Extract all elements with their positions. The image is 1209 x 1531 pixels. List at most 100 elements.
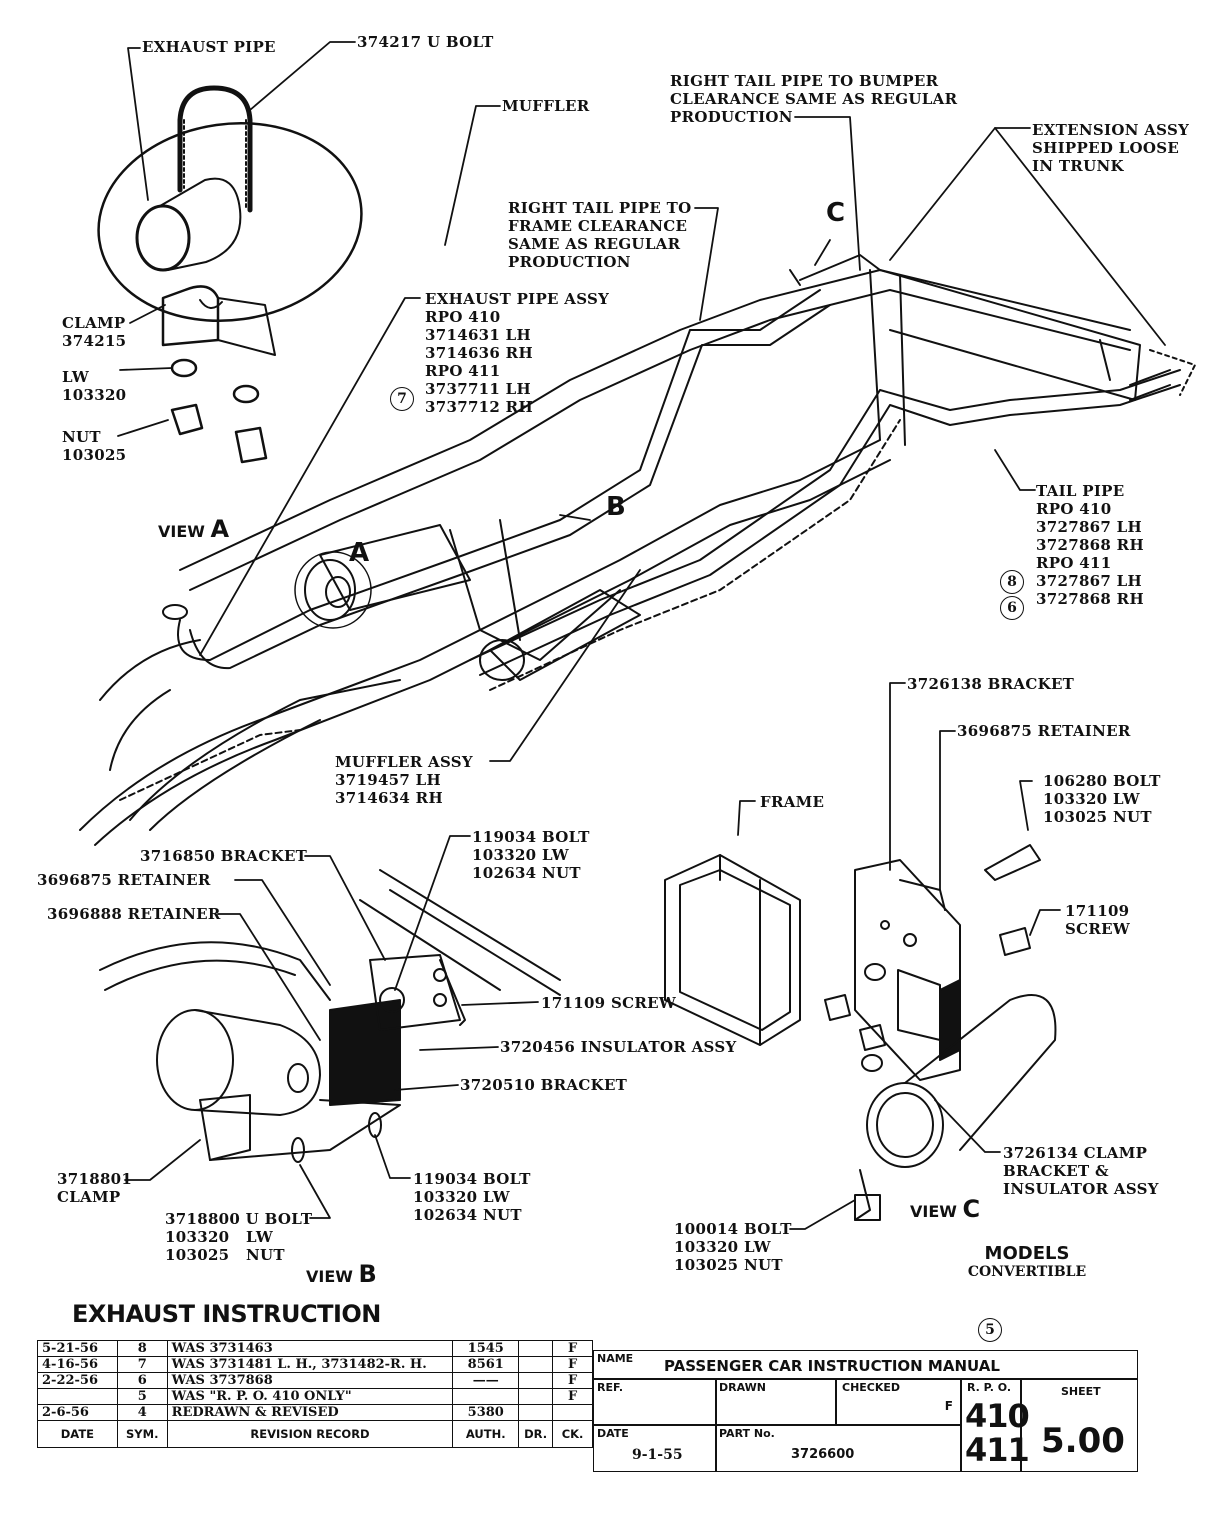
revision-record: WAS "R. P. O. 410 ONLY" (166, 1388, 454, 1405)
label-bolt-119034-top: 119034 BOLT 103320 LW 102634 NUT (472, 828, 590, 882)
rev-head-dr: DR. (518, 1420, 554, 1448)
label-screw-171109-c: 171109 SCREW (1065, 902, 1131, 938)
revision-sym: 6 (116, 1372, 168, 1389)
label-bolt-119034-bottom: 119034 BOLT 103320 LW 102634 NUT (413, 1170, 531, 1224)
checked-box: CHECKED F (835, 1378, 962, 1426)
name-value: PASSENGER CAR INSTRUCTION MANUAL (664, 1357, 1000, 1375)
marker-a: A (349, 538, 370, 568)
label-bolt-100014: 100014 BOLT 103320 LW 103025 NUT (674, 1220, 792, 1274)
rev-head-date: DATE (37, 1420, 118, 1448)
revision-date: 4-16-56 (37, 1356, 118, 1373)
models-block: MODELS CONVERTIBLE (962, 1243, 1092, 1280)
label-retainer-3696875-c: 3696875 RETAINER (957, 722, 1131, 740)
leader-lines (117, 41, 1166, 762)
revision-auth: 8561 (452, 1356, 520, 1373)
rpo-box: R. P. O. 410 411 (960, 1378, 1030, 1472)
view-c-leaders (737, 682, 1061, 1230)
name-box: NAME PASSENGER CAR INSTRUCTION MANUAL (593, 1350, 1138, 1380)
revision-ck (552, 1404, 593, 1421)
label-muffler-assy: MUFFLER ASSY 3719457 LH 3714634 RH (335, 753, 473, 807)
revision-symbol-6: 6 (1000, 596, 1024, 620)
rpo-value-410: 410 (965, 1397, 1030, 1435)
label-bracket-3720510: 3720510 BRACKET (460, 1076, 628, 1094)
label-right-tail-bumper: RIGHT TAIL PIPE TO BUMPER CLEARANCE SAME… (670, 72, 958, 126)
rev-head-ck: CK. (552, 1420, 593, 1448)
sheet-label: SHEET (1061, 1385, 1101, 1398)
revision-sym: 7 (116, 1356, 168, 1373)
view-a-drawing (97, 85, 363, 464)
label-muffler: MUFFLER (502, 97, 590, 115)
label-bracket-3726138: 3726138 BRACKET (907, 675, 1075, 693)
name-label: NAME (597, 1352, 634, 1365)
revision-sym: 5 (116, 1388, 168, 1405)
rpo-label: R. P. O. (967, 1381, 1012, 1394)
ref-label: REF. (597, 1381, 624, 1394)
sheet-value: 5.00 (1041, 1421, 1125, 1461)
page-heading: EXHAUST INSTRUCTION (72, 1300, 381, 1328)
models-value: CONVERTIBLE (967, 1264, 1087, 1280)
revision-auth: 5380 (452, 1404, 520, 1421)
frame-assembly-drawing (79, 254, 1196, 846)
revision-auth: 1545 (452, 1340, 520, 1357)
revision-dr (518, 1388, 554, 1405)
revision-ck: F (552, 1388, 593, 1405)
revision-sym: 4 (116, 1404, 168, 1421)
revision-ck: F (552, 1340, 593, 1357)
part-label: PART No. (719, 1427, 775, 1440)
label-nut: NUT 103025 (62, 428, 127, 464)
date-box: DATE 9-1-55 (593, 1424, 717, 1472)
date-label: DATE (597, 1427, 629, 1440)
ref-box: REF. (593, 1378, 717, 1426)
rev-head-sym: SYM. (116, 1420, 168, 1448)
rev-head-auth: AUTH. (452, 1420, 520, 1448)
label-extension-assy: EXTENSION ASSY SHIPPED LOOSE IN TRUNK (1032, 121, 1190, 175)
rpo-value-411: 411 (965, 1431, 1030, 1469)
checked-value: F (944, 1399, 953, 1413)
revision-auth: —— (452, 1372, 520, 1389)
label-retainer-3696888: 3696888 RETAINER (47, 905, 221, 923)
label-clamp: CLAMP 374215 (62, 314, 127, 350)
revision-date: 2-6-56 (37, 1404, 118, 1421)
label-screw-171109-b: 171109 SCREW (541, 994, 676, 1012)
revision-record: WAS 3731463 (166, 1340, 454, 1357)
label-frame: FRAME (760, 793, 825, 811)
label-lw: LW 103320 (62, 368, 127, 404)
view-b-caption: VIEW B (306, 1260, 377, 1288)
part-box: PART No. 3726600 (715, 1424, 962, 1472)
marker-b: B (606, 492, 626, 522)
label-u-bolt-3718800: 3718800 U BOLT 103320 LW 103025 NUT (165, 1210, 313, 1264)
label-retainer-3696875-b: 3696875 RETAINER (37, 871, 211, 889)
part-value: 3726600 (791, 1447, 855, 1462)
revision-date (37, 1388, 118, 1405)
revision-ck: F (552, 1372, 593, 1389)
models-title: MODELS (984, 1243, 1070, 1264)
revision-date: 5-21-56 (37, 1340, 118, 1357)
revision-dr (518, 1340, 554, 1357)
page-symbol: 5 (978, 1318, 1002, 1342)
revision-record: WAS 3731481 L. H., 3731482-R. H. (166, 1356, 454, 1373)
revision-record: REDRAWN & REVISED (166, 1404, 454, 1421)
marker-c: C (826, 198, 846, 228)
checked-label: CHECKED (842, 1381, 901, 1394)
revision-dr (518, 1356, 554, 1373)
revision-dr (518, 1372, 554, 1389)
label-insulator-assy: 3720456 INSULATOR ASSY (500, 1038, 737, 1056)
label-exhaust-pipe: EXHAUST PIPE (142, 38, 276, 56)
revision-date: 2-22-56 (37, 1372, 118, 1389)
label-exhaust-pipe-assy: EXHAUST PIPE ASSY RPO 410 3714631 LH 371… (425, 290, 610, 416)
view-c-caption: VIEW C (910, 1195, 981, 1223)
revision-record: WAS 3737868 (166, 1372, 454, 1389)
revision-auth (452, 1388, 520, 1405)
drawn-label: DRAWN (719, 1381, 766, 1394)
date-value: 9-1-55 (632, 1447, 683, 1463)
revision-symbol-7: 7 (390, 387, 414, 411)
view-a-caption: VIEW A (158, 515, 230, 543)
view-c-drawing (664, 844, 1057, 1221)
label-right-tail-frame: RIGHT TAIL PIPE TO FRAME CLEARANCE SAME … (508, 199, 692, 271)
